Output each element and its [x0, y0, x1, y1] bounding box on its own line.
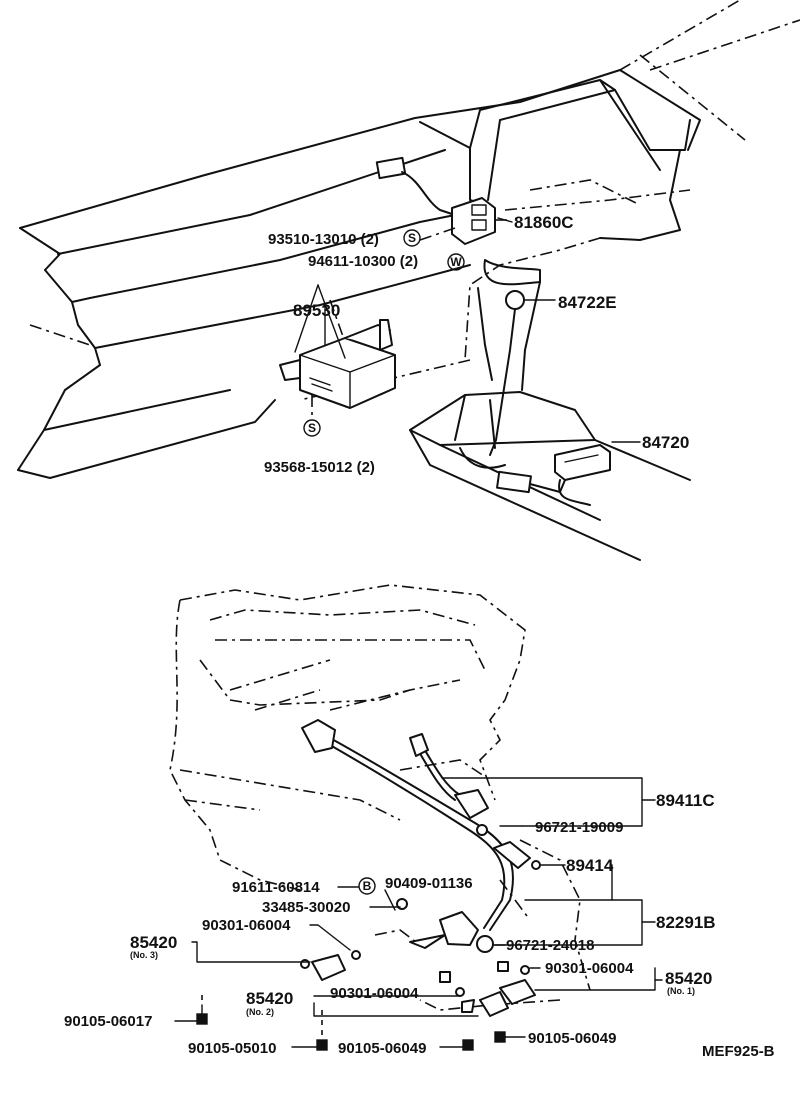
switch-connector [375, 156, 456, 216]
upper-leaders [294, 217, 641, 443]
injector-no2 [439, 971, 509, 1017]
module-89530 [279, 319, 396, 409]
label-91611-60814: 91611-60814 [232, 879, 320, 896]
dashboard-outline [17, 0, 800, 479]
label-85420-no3-sub: (No. 3) [130, 950, 158, 960]
label-33485-30020: 33485-30020 [262, 899, 350, 916]
symbol-s-upper: S [403, 229, 421, 247]
label-85420-no3: 85420 [130, 933, 177, 952]
label-90301-06004-b: 90301-06004 [545, 960, 634, 977]
label-82291b: 82291B [656, 913, 716, 932]
label-89411c: 89411C [656, 791, 715, 810]
bolt-90105-06049-a [462, 1039, 474, 1051]
label-85420-no2: 85420 [246, 989, 293, 1008]
symbol-w-upper: W [447, 253, 465, 271]
label-90105-06049-a: 90105-06049 [338, 1040, 426, 1057]
label-89530: 89530 [293, 301, 340, 320]
lower-leaders [174, 777, 663, 1048]
sensor-82291b [396, 898, 494, 953]
engine-outline [169, 584, 591, 1011]
label-84720: 84720 [642, 433, 689, 452]
symbol-b-lower: B [358, 877, 376, 895]
bolt-90105-06017 [196, 995, 208, 1025]
label-94611-10300: 94611-10300 (2) [308, 253, 418, 270]
label-85420-no2-sub: (No. 2) [246, 1007, 274, 1017]
label-85420-no1: 85420 [665, 969, 712, 988]
label-93510-13010: 93510-13010 (2) [268, 231, 379, 248]
label-90301-06004-c: 90301-06004 [330, 985, 419, 1002]
label-90301-06004-a: 90301-06004 [202, 917, 291, 934]
label-90409-01136: 90409-01136 [385, 875, 473, 892]
label-81860c: 81860C [514, 213, 574, 232]
label-84722e: 84722E [558, 293, 617, 312]
w-symbol: W [450, 255, 462, 269]
injector-no3 [300, 950, 361, 981]
label-96721-19009: 96721-19009 [535, 819, 623, 836]
switch-81860c [451, 197, 512, 245]
s-symbol-2: S [308, 421, 316, 435]
label-96721-24018: 96721-24018 [506, 937, 594, 954]
label-93568-15012: 93568-15012 (2) [264, 459, 375, 476]
label-90105-05010: 90105-05010 [188, 1040, 276, 1057]
label-90105-06049-b: 90105-06049 [528, 1030, 616, 1047]
sensor-89411c [301, 719, 489, 836]
bolt-90105-05010 [316, 1010, 328, 1051]
shift-lever [409, 259, 691, 561]
b-symbol: B [363, 879, 372, 893]
injector-no1 [497, 961, 536, 1005]
label-90105-06017: 90105-06017 [64, 1013, 152, 1030]
switch-84720 [496, 444, 611, 506]
symbol-s-lower-upper: S [303, 419, 321, 437]
label-89414: 89414 [566, 856, 614, 875]
bolt-90105-06049-b [494, 1031, 506, 1043]
figure-code: MEF925-B [702, 1043, 775, 1060]
s-symbol-1: S [408, 231, 416, 245]
label-85420-no1-sub: (No. 1) [667, 986, 695, 996]
